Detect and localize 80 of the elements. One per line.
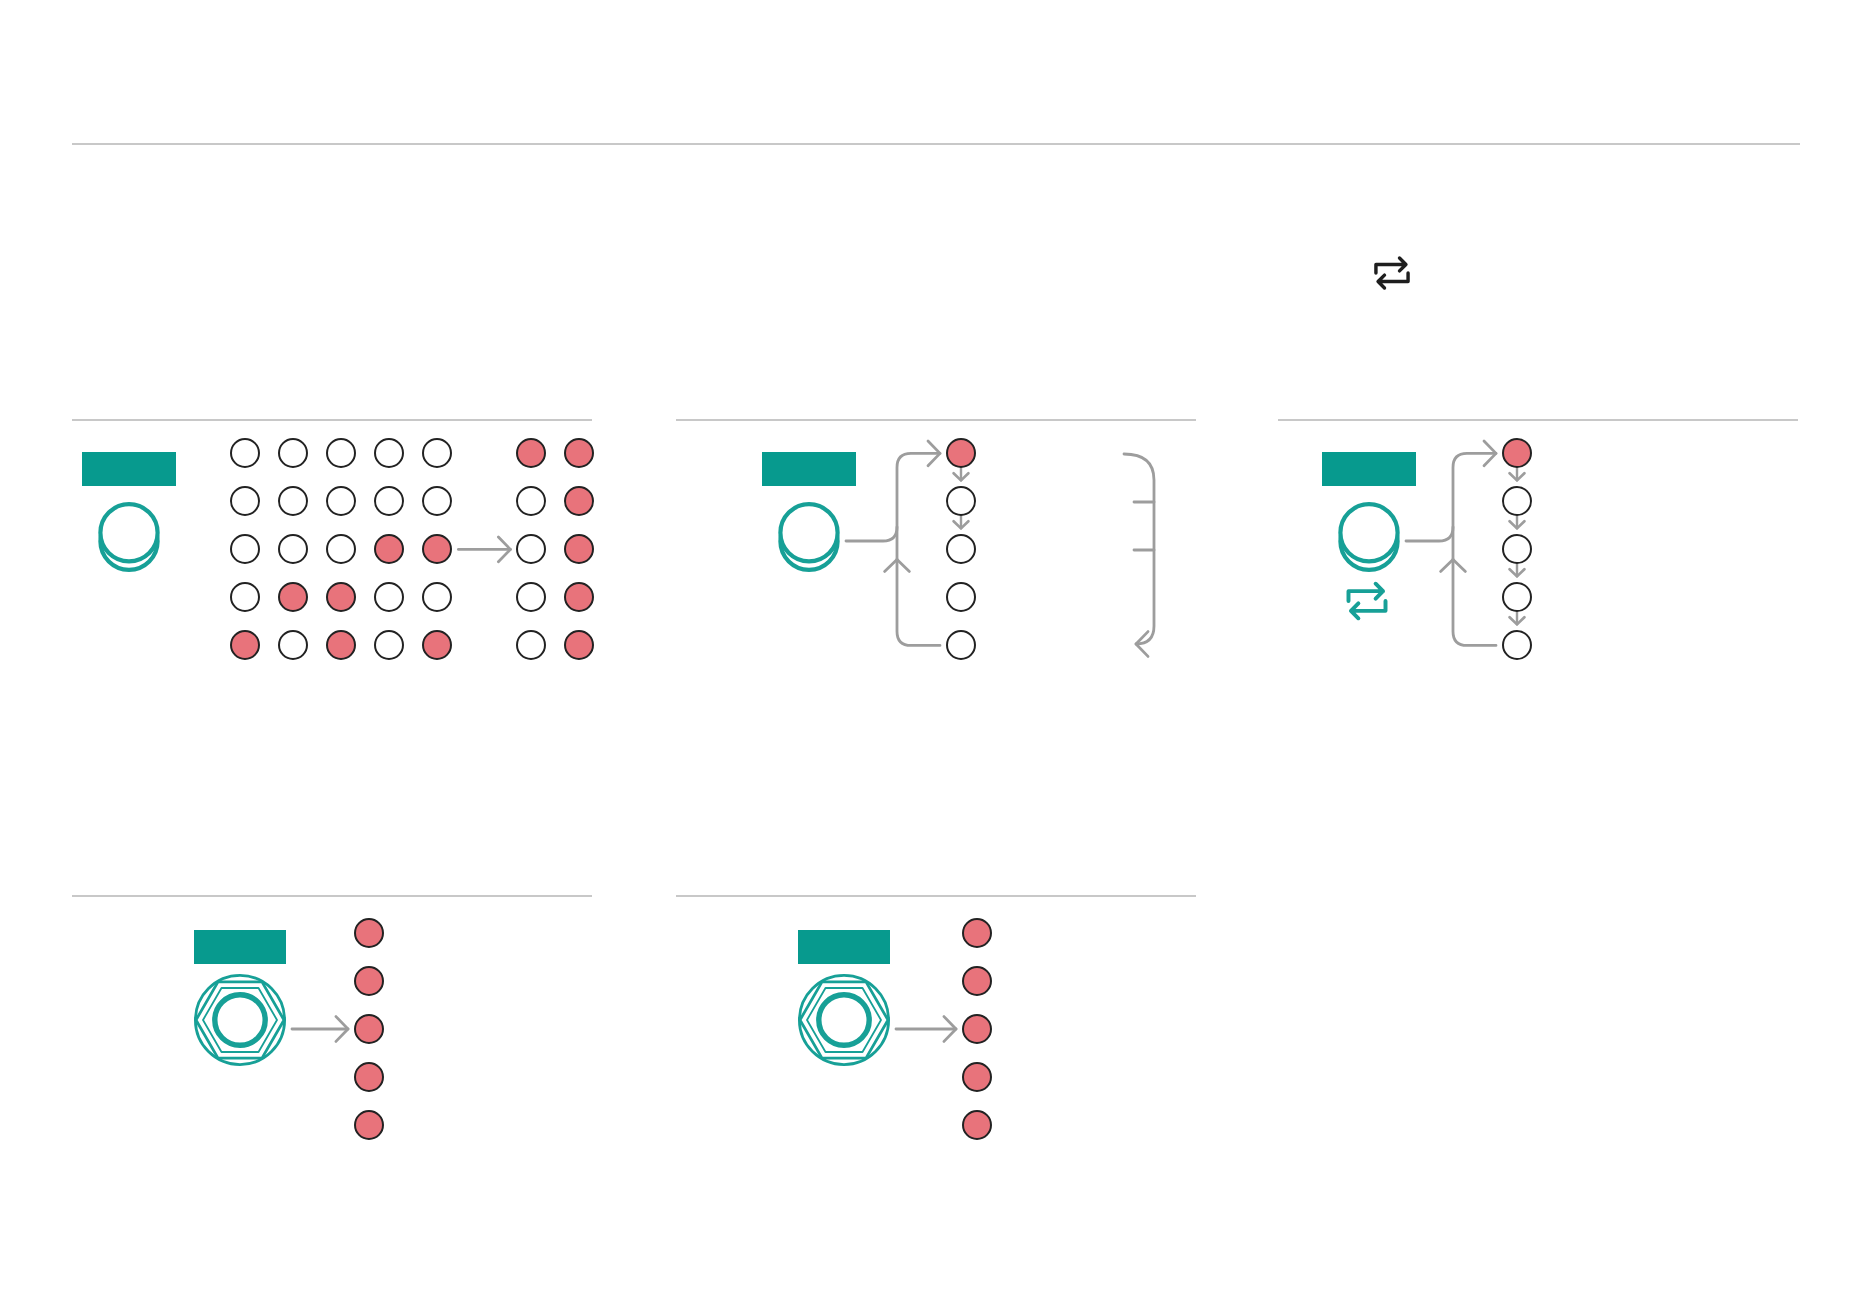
chevron-arrow — [952, 467, 970, 482]
indicator-dot — [1502, 534, 1532, 565]
indicator-dot — [278, 534, 309, 565]
tag-bar — [762, 452, 856, 486]
chevron-arrow — [1508, 467, 1526, 482]
indicator-dot — [962, 1062, 992, 1092]
round-button-icon — [778, 502, 840, 572]
indicator-dot — [516, 486, 547, 517]
indicator-dot — [516, 534, 547, 565]
round-button-icon — [1338, 502, 1400, 572]
tag-bar — [194, 930, 286, 964]
indicator-dot — [946, 486, 976, 517]
indicator-dot — [326, 438, 357, 469]
indicator-dot — [422, 438, 453, 469]
indicator-dot — [374, 630, 405, 661]
indicator-dot — [564, 582, 595, 613]
hex-nut-icon — [194, 974, 286, 1066]
indicator-dot — [564, 438, 595, 469]
indicator-dot — [1502, 486, 1532, 517]
indicator-dot — [946, 438, 976, 469]
curved-line — [1404, 525, 1455, 543]
indicator-dot — [326, 534, 357, 565]
indicator-dot — [374, 582, 405, 613]
curved-arrow — [1439, 558, 1498, 647]
round-button-icon — [98, 502, 160, 572]
indicator-dot — [230, 630, 261, 661]
tag-bar — [798, 930, 890, 964]
indicator-dot — [374, 486, 405, 517]
indicator-dot — [422, 486, 453, 517]
curved-arrow — [1451, 439, 1498, 561]
tag-bar — [82, 452, 176, 486]
indicator-dot — [946, 582, 976, 613]
indicator-dot — [564, 486, 595, 517]
indicator-dot — [564, 534, 595, 565]
indicator-dot — [422, 582, 453, 613]
indicator-dot — [1502, 582, 1532, 613]
indicator-dot — [230, 534, 261, 565]
indicator-dot — [422, 630, 453, 661]
indicator-dot — [354, 918, 384, 948]
indicator-dot — [354, 1062, 384, 1092]
indicator-dot — [230, 486, 261, 517]
chevron-arrow — [1508, 563, 1526, 578]
indicator-dot — [374, 438, 405, 469]
chevron-arrow — [1508, 611, 1526, 626]
indicator-dot — [1502, 630, 1532, 661]
indicator-dot — [278, 438, 309, 469]
indicator-dot — [278, 582, 309, 613]
tag-bar — [1322, 452, 1416, 486]
indicator-dot — [946, 534, 976, 565]
indicator-dot — [374, 534, 405, 565]
indicator-dot — [422, 534, 453, 565]
indicator-dot — [230, 582, 261, 613]
indicator-dot — [564, 630, 595, 661]
arrow — [290, 1015, 350, 1043]
arrow — [894, 1015, 958, 1043]
indicator-dot — [962, 966, 992, 996]
indicator-dot — [354, 966, 384, 996]
indicator-dot — [962, 1110, 992, 1140]
indicator-dot — [946, 630, 976, 661]
indicator-dot — [278, 630, 309, 661]
indicator-dot — [278, 486, 309, 517]
indicator-dot — [516, 438, 547, 469]
indicator-dot — [1502, 438, 1532, 469]
indicator-dot — [230, 438, 261, 469]
curved-arrow — [883, 558, 942, 647]
indicator-dot — [326, 630, 357, 661]
indicator-dot — [326, 486, 357, 517]
indicator-dot — [326, 582, 357, 613]
indicator-dot — [962, 918, 992, 948]
chevron-arrow — [1508, 515, 1526, 530]
curved-line — [844, 525, 899, 543]
hex-nut-icon — [798, 974, 890, 1066]
indicator-dot — [516, 630, 547, 661]
indicator-dot — [516, 582, 547, 613]
arrow — [457, 535, 512, 564]
indicator-dot — [354, 1110, 384, 1140]
chevron-arrow — [952, 515, 970, 530]
curved-arrow — [895, 439, 942, 561]
indicator-dot — [962, 1014, 992, 1044]
indicator-dot — [354, 1014, 384, 1044]
